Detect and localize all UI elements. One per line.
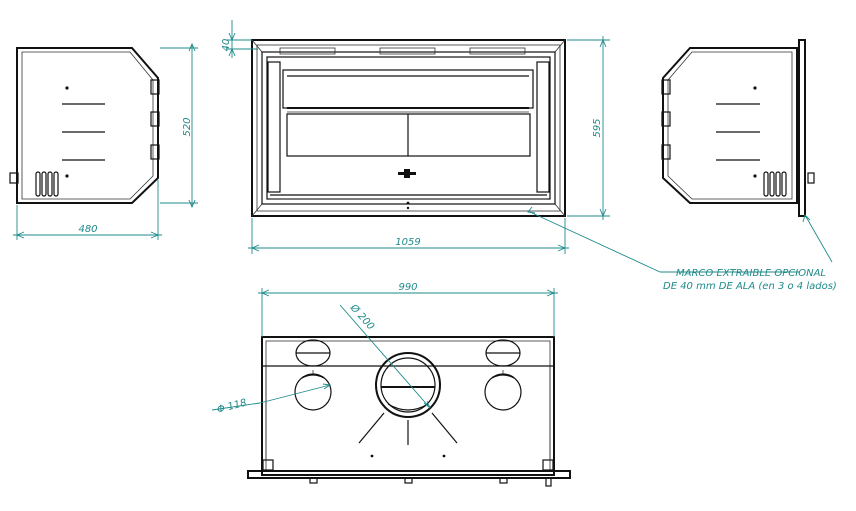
dimension-body-width: 990: [258, 282, 558, 337]
body-width-label: 990: [398, 282, 417, 293]
logo-mark: [398, 169, 416, 178]
top-view: [247, 336, 571, 487]
dimension-air-inlet-diameter: Φ 118: [211, 383, 332, 416]
annotation-line-2: DE 40 mm DE ALA (en 3 o 4 lados): [663, 281, 837, 292]
right-side-view: [661, 39, 833, 263]
dimension-frame-height: 595: [567, 36, 610, 220]
flue-outlet-200: [375, 352, 441, 418]
top-view-feet: [309, 477, 552, 487]
left-upper-air-inlet: [295, 339, 331, 367]
side-depth-label: 480: [78, 224, 97, 235]
right-upper-air-inlet: [485, 339, 521, 367]
frame-wing-label: 40: [221, 39, 232, 52]
flue-diameter-label: Ø 200: [347, 301, 377, 332]
frame-height-label: 595: [592, 118, 603, 137]
vent-slots-right: [763, 171, 787, 197]
annotation-line-1: MARCO EXTRAIBLE OPCIONAL: [676, 268, 826, 279]
right-air-inlet: [484, 370, 522, 411]
dimension-frame-wing: 40: [221, 20, 258, 58]
frame-width-label: 1059: [395, 237, 420, 248]
side-height-label: 520: [182, 117, 193, 136]
frame-annotation-leader: [527, 206, 800, 273]
dimension-frame-width: 1059: [248, 218, 569, 254]
front-view: [251, 39, 566, 217]
left-side-view: [9, 47, 160, 204]
left-air-inlet-118: [294, 370, 332, 411]
vent-slots-left: [35, 171, 59, 197]
dimension-side-height: 520: [160, 42, 198, 209]
air-inlet-diameter-label: Φ 118: [216, 397, 248, 415]
dimension-side-depth: 480: [13, 180, 162, 240]
